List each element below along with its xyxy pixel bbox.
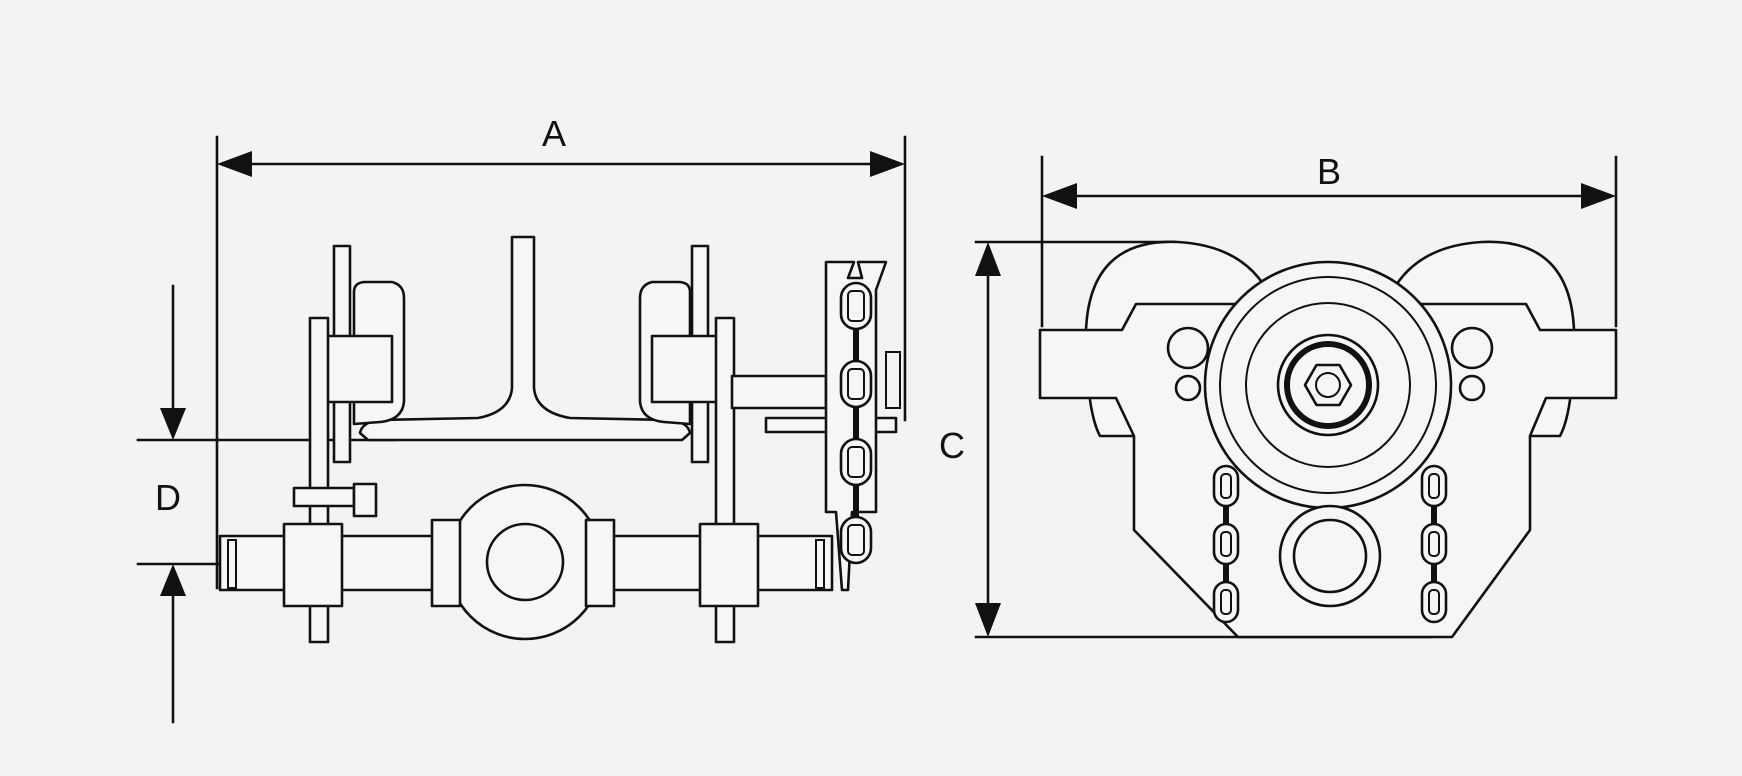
- dimension-c-arrow-up: [975, 242, 1001, 276]
- right-side-plate: [638, 244, 898, 644]
- left-bolt-nut: [352, 482, 378, 518]
- side-view: A D: [136, 113, 907, 724]
- dimension-b-arrow-left: [1042, 183, 1077, 209]
- i-beam-web-and-flange: [358, 235, 692, 442]
- suspension-loop-hole: [485, 522, 565, 602]
- chain-link-opening: [847, 368, 865, 400]
- right-loop-spacer: [584, 518, 616, 608]
- chain-link: [839, 281, 873, 331]
- hex-nut: [1303, 363, 1353, 407]
- central-wheel-assembly: [1203, 260, 1453, 510]
- chain-link: [1212, 464, 1240, 508]
- frame-hole-right-large: [1450, 326, 1494, 370]
- chain-link: [1212, 580, 1240, 624]
- dimension-a: A: [215, 113, 907, 590]
- central-wheel-rim: [1219, 276, 1437, 494]
- chain-link-opening: [1220, 589, 1232, 615]
- hand-chain-front-right: [1420, 464, 1448, 624]
- chain-link-opening: [847, 524, 865, 556]
- chain-link-opening: [1220, 473, 1232, 499]
- chain-link-opening: [847, 446, 865, 478]
- chain-link-opening: [1428, 589, 1440, 615]
- chain-link: [839, 437, 873, 487]
- hand-chain-front-left: [1212, 464, 1240, 624]
- front-view: B C: [939, 151, 1618, 639]
- dimension-c-arrow-down: [975, 603, 1001, 637]
- frame-hole-left-large: [1166, 326, 1210, 370]
- lower-hole-inner: [1292, 518, 1368, 594]
- chain-link: [839, 359, 873, 409]
- dimension-d-label: D: [155, 477, 181, 518]
- chain-link: [1212, 522, 1240, 566]
- right-shaft-end: [815, 539, 825, 589]
- dimension-b: B: [1040, 151, 1618, 328]
- dimension-a-label: A: [542, 113, 566, 154]
- hub-nut-ring: [1284, 341, 1372, 429]
- left-loop-spacer: [430, 518, 462, 608]
- frame-hole-right-small: [1458, 374, 1486, 402]
- chain-link: [1420, 522, 1448, 566]
- i-beam-rail: [358, 235, 692, 442]
- chain-link: [1420, 580, 1448, 624]
- dimension-b-arrow-right: [1581, 183, 1616, 209]
- suspension-shaft: [218, 483, 834, 641]
- right-wheel-shaft: [730, 374, 828, 410]
- hand-chain-side: [824, 260, 901, 592]
- chain-link-opening: [847, 290, 865, 322]
- dimension-d-arrow-up: [160, 564, 186, 596]
- lower-suspension-hole: [1278, 504, 1382, 608]
- left-shaft-end: [227, 539, 237, 589]
- right-shaft-collar: [698, 522, 760, 608]
- central-wheel-hub-ring: [1245, 302, 1411, 468]
- dimension-c-label: C: [939, 425, 965, 466]
- dimension-a-arrow-left: [217, 151, 252, 177]
- chain-cover-teeth: [885, 351, 901, 409]
- left-shaft-collar: [282, 522, 344, 608]
- chain-link: [839, 515, 873, 565]
- dimension-d-arrow-down: [160, 408, 186, 440]
- chain-link: [1420, 464, 1448, 508]
- frame-hole-left-small: [1174, 374, 1202, 402]
- hex-nut-bore: [1315, 372, 1341, 398]
- chain-link-opening: [1428, 531, 1440, 557]
- dimension-b-label: B: [1317, 151, 1341, 192]
- chain-link-opening: [1220, 531, 1232, 557]
- chain-links-side: [839, 281, 873, 565]
- dimension-a-arrow-right: [870, 151, 905, 177]
- dimension-c: C: [939, 240, 1434, 639]
- chain-link-opening: [1428, 473, 1440, 499]
- left-bolt-head: [292, 486, 356, 508]
